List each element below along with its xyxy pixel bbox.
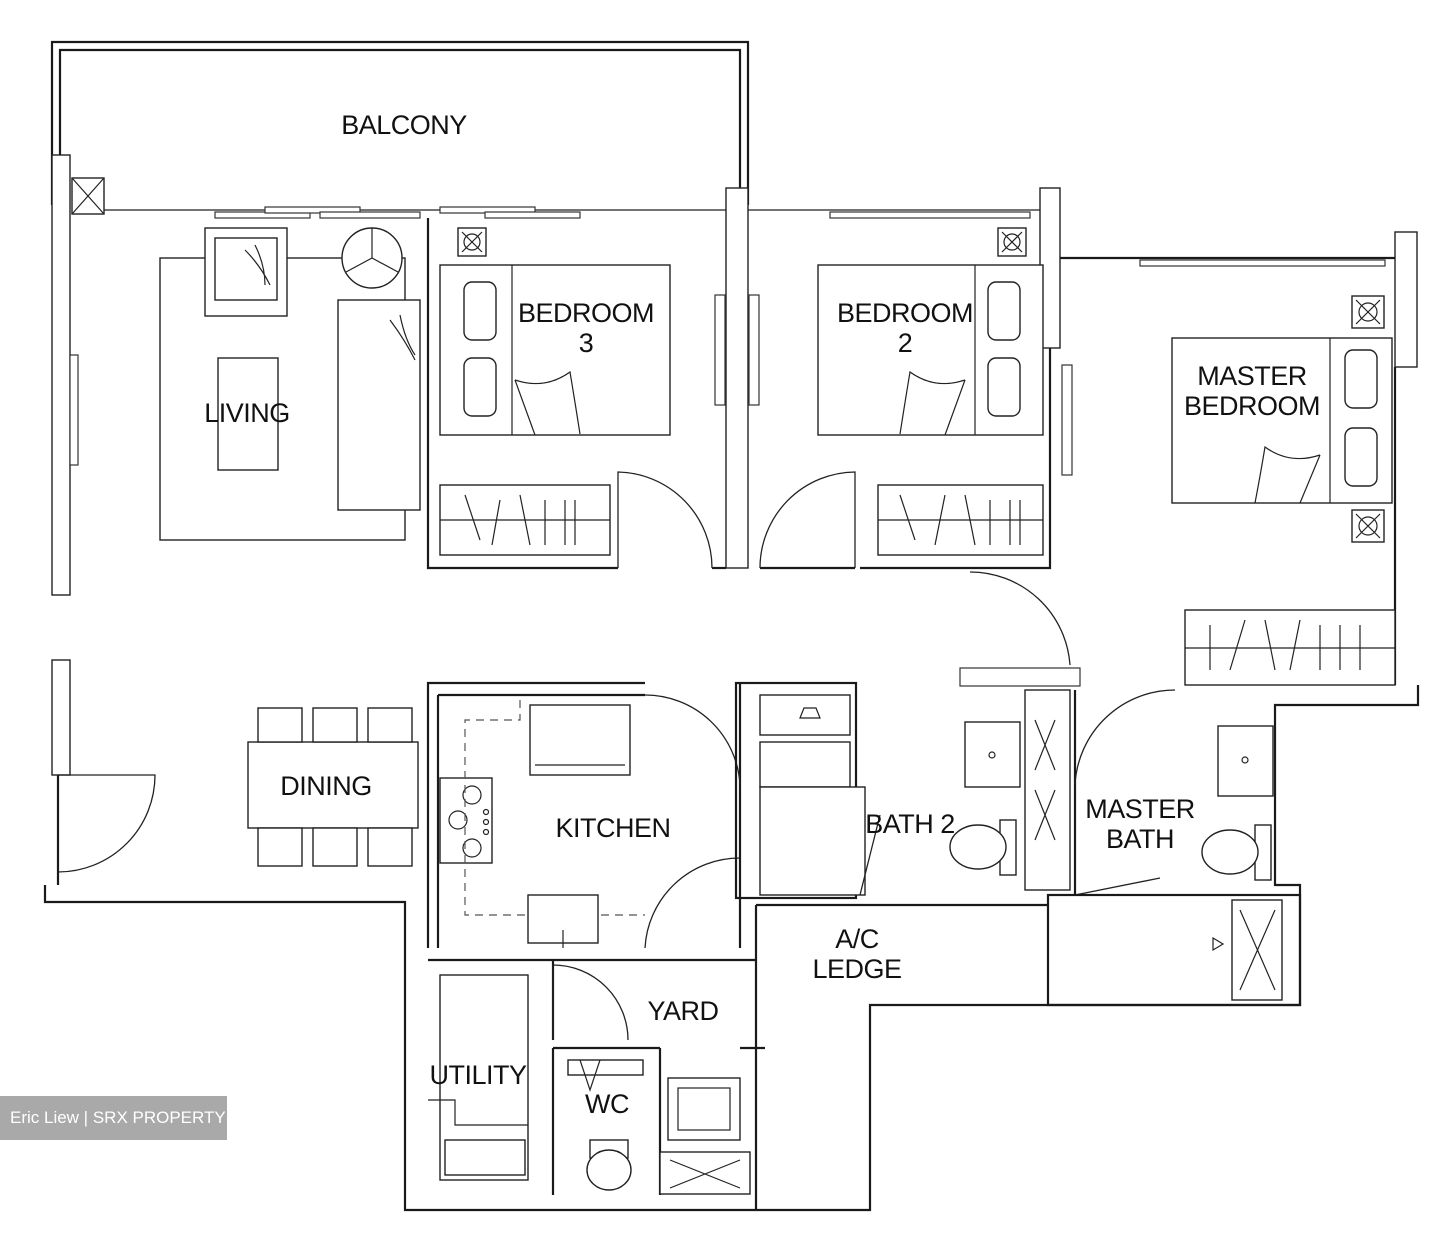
- bath2-shower-screen: [1024, 689, 1071, 891]
- room-label-wc: WC: [585, 1089, 629, 1119]
- bath2-floor: [759, 786, 866, 896]
- washing-machine: [667, 1077, 741, 1141]
- master-bath-sliding-door: [1074, 877, 1161, 896]
- dining-chair: [367, 707, 413, 743]
- wc-toilet: [586, 1149, 632, 1191]
- master-bedroom: MASTER BEDROOM: [969, 295, 1396, 686]
- room-label-master-bedroom: MASTER: [1197, 361, 1307, 391]
- door-bath2: [859, 814, 881, 896]
- kitchen: KITCHEN: [426, 681, 742, 949]
- dining: DINING: [57, 707, 419, 873]
- door-bedroom-2: [759, 471, 856, 569]
- dining-chair: [367, 827, 413, 867]
- balcony-sliding-doors: [214, 206, 1386, 267]
- room-label-dining: DINING: [280, 771, 372, 801]
- door-master-bedroom: [969, 571, 1071, 666]
- door-bedroom-3: [617, 471, 713, 569]
- door-master-bath: [1074, 689, 1176, 786]
- bath2-basin: [964, 721, 1021, 788]
- door-kitchen-top: [644, 694, 741, 786]
- bath2-toilet: [949, 824, 1007, 870]
- bedroom-2: BEDROOM 2: [759, 227, 1052, 570]
- room-label-master-bedroom-2: BEDROOM: [1184, 391, 1320, 421]
- master-bath-basin: [1217, 725, 1274, 797]
- pillow: [463, 281, 497, 341]
- pillow: [987, 281, 1021, 341]
- pillow: [463, 357, 497, 417]
- room-label-balcony: BALCONY: [341, 110, 467, 140]
- room-label-bedroom-2: BEDROOM: [837, 298, 973, 328]
- room-label-bedroom-3: BEDROOM: [518, 298, 654, 328]
- living-furniture: LIVING: [159, 227, 421, 541]
- room-label-bedroom-2-num: 2: [898, 328, 913, 358]
- service-area: YARD UTILITY WC: [428, 958, 765, 1195]
- door-yard: [552, 964, 629, 1041]
- yard-shower-tray: [659, 1151, 751, 1195]
- room-label-kitchen: KITCHEN: [555, 813, 670, 843]
- coffee-table: [217, 357, 279, 471]
- room-label-utility: UTILITY: [429, 1060, 527, 1090]
- door-kitchen-yard: [644, 857, 741, 949]
- balcony: [50, 40, 1040, 215]
- pillow: [1344, 349, 1378, 409]
- pillow: [1344, 427, 1378, 487]
- bedroom-3: BEDROOM 3: [426, 218, 726, 570]
- main-entrance-door: [57, 774, 156, 873]
- bath-2: BATH 2: [734, 667, 1081, 900]
- fridge: [529, 704, 631, 776]
- pillow: [987, 357, 1021, 417]
- dining-chair: [257, 707, 303, 743]
- dining-chair: [312, 827, 358, 867]
- master-bath: MASTER BATH: [1046, 689, 1302, 1007]
- dining-chair: [257, 827, 303, 867]
- master-bath-toilet: [1201, 829, 1259, 875]
- dining-chair: [312, 707, 358, 743]
- sofa: [337, 299, 421, 511]
- room-label-yard: YARD: [647, 996, 718, 1026]
- room-label-ac-ledge: A/C: [835, 924, 879, 954]
- watermark: Eric Liew | SRX PROPERTY: [0, 1096, 227, 1140]
- room-label-bedroom-3-num: 3: [579, 328, 594, 358]
- ac-ledge: A/C LEDGE: [754, 903, 1048, 1210]
- room-label-bath-2: BATH 2: [865, 809, 955, 839]
- room-label-master-bath-2: BATH: [1106, 824, 1174, 854]
- bath2-shower-tray: [759, 741, 851, 788]
- room-label-master-bath: MASTER: [1085, 794, 1195, 824]
- bath2-shelf: [759, 694, 851, 736]
- room-label-living: LIVING: [204, 398, 290, 428]
- room-label-ac-ledge-2: LEDGE: [812, 954, 901, 984]
